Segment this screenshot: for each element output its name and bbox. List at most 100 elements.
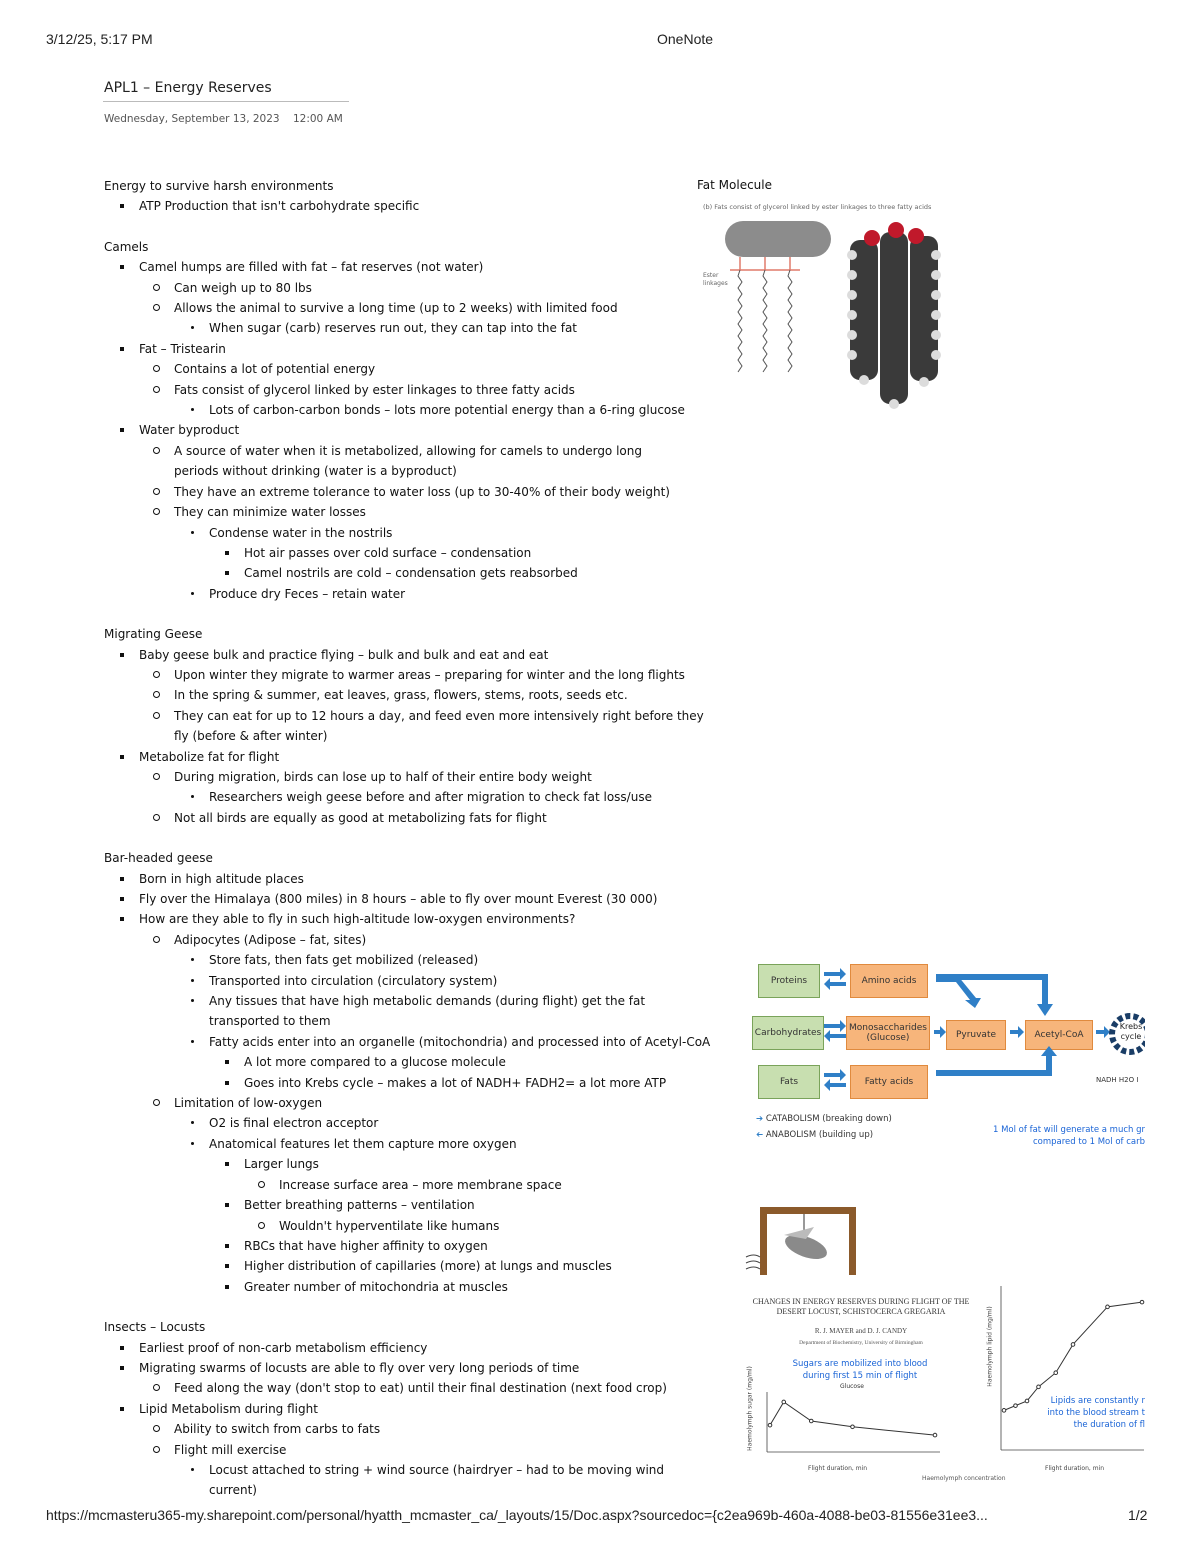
lipid-data-point [1001,1408,1007,1413]
monosaccharides-box: Monosaccharides (Glucose) [846,1016,930,1050]
lipid-mobilization-note: Lipids are constantly r into the blood s… [1047,1396,1145,1430]
list-item: O2 is final electron acceptor [174,1113,714,1133]
list-item: Lipid Metabolism during flight Ability t… [104,1399,714,1501]
krebs-cycle-label: Krebs cycle [1119,1022,1143,1041]
list-item: Not all birds are equally as good at met… [139,808,714,828]
list-item-text: Limitation of low-oxygen [174,1096,323,1111]
list-item: Contains a lot of potential energy [139,359,714,379]
list-item: Metabolize fat for flight During migrati… [104,747,714,829]
list-item: Fat – Tristearin Contains a lot of poten… [104,339,714,421]
list-item: Flight mill exercise Locust attached to … [139,1440,714,1501]
list-item: Locust attached to string + wind source … [174,1460,714,1501]
page-date: Wednesday, September 13, 2023 [104,113,280,125]
glucose-series-label: Glucose [840,1383,864,1390]
pathway-arrows [824,968,1145,1091]
list-item-text: Flight mill exercise [174,1442,287,1457]
list-item: Researchers weigh geese before and after… [174,787,714,807]
list-item: Anatomical features let them capture mor… [174,1134,714,1297]
section-heading: Energy to survive harsh environments [104,179,334,193]
list-item: They can minimize water losses Condense … [139,502,714,604]
list-item-text: Fat – Tristearin [139,341,226,356]
list-item: Allows the animal to survive a long time… [139,298,714,339]
print-datetime: 3/12/25, 5:17 PM [46,31,153,47]
left-arrow-icon: ➔ [756,1130,764,1140]
locust-flight-mill-image [745,1207,856,1275]
sugar-series-line [769,1401,936,1436]
chart2-xlabel: Flight duration, min [1045,1465,1105,1472]
carbohydrates-box: Carbohydrates [752,1016,824,1050]
list-item: A source of water when it is metabolized… [139,441,714,482]
anabolism-legend: ➔ ANABOLISM (building up) [756,1130,873,1140]
list-item-text: Anatomical features let them capture mor… [209,1136,517,1151]
glycerol-backbone [725,221,831,257]
catabolism-legend: ➔ CATABOLISM (breaking down) [756,1114,892,1124]
fats-box: Fats [758,1065,820,1099]
list-item: Earliest proof of non-carb metabolism ef… [104,1338,714,1358]
notes-outline: Energy to survive harsh environments ATP… [104,176,714,1501]
space-filling-model [847,222,941,409]
print-url: https://mcmasteru365-my.sharepoint.com/p… [46,1507,988,1523]
fat-molecule-label: Fat Molecule [697,178,773,192]
lipid-chart [1000,1286,1145,1451]
list-item: Migrating swarms of locusts are able to … [104,1358,714,1399]
acetyl-coa-box: Acetyl-CoA [1025,1020,1093,1050]
paper-authors: R. J. MAYER and D. J. CANDY [814,1327,908,1335]
list-item-text: Larger lungs [244,1157,319,1172]
list-item: A lot more compared to a glucose molecul… [209,1052,714,1072]
sugar-data-point [767,1422,773,1428]
amino-acids-box: Amino acids [850,964,928,998]
catabolism-label: CATABOLISM (breaking down) [765,1114,892,1124]
list-item-text: How are they able to fly in such high-al… [139,912,576,927]
list-item: Better breathing patterns – ventilation … [209,1195,714,1236]
sugar-mobilization-note: Sugars are mobilized into blood during f… [792,1359,928,1381]
list-item: In the spring & summer, eat leaves, gras… [139,685,714,705]
list-item: They have an extreme tolerance to water … [139,482,714,502]
fatty-acid-chains [737,269,793,373]
list-item: Fats consist of glycerol linked by ester… [139,380,714,421]
krebs-cycle-ring [1109,1013,1145,1055]
sugar-data-point [781,1399,787,1405]
list-item: Store fats, then fats get mobilized (rel… [174,950,714,970]
section-heading: Insects – Locusts [104,1320,206,1335]
page-date-time: Wednesday, September 13, 2023 12:00 AM [104,113,343,125]
fat-vs-carb-note: 1 Mol of fat will generate a much gr com… [992,1125,1145,1147]
list-item: Increase surface area – more membrane sp… [244,1175,714,1195]
list-item-text: Fats consist of glycerol linked by ester… [174,382,575,397]
list-item: Produce dry Feces – retain water [174,584,714,604]
list-item: Higher distribution of capillaries (more… [209,1256,714,1276]
list-item-text: Lipid Metabolism during flight [139,1401,318,1416]
print-app-name: OneNote [657,31,714,47]
list-item: Lots of carbon-carbon bonds – lots more … [174,400,714,420]
list-item: Larger lungs Increase surface area – mor… [209,1154,714,1195]
page-title: APL1 – Energy Reserves [104,80,272,96]
list-item-text: Adipocytes (Adipose – fat, sites) [174,932,367,947]
list-item: Fly over the Himalaya (800 miles) in 8 h… [104,889,714,909]
list-item: They can eat for up to 12 hours a day, a… [139,706,714,747]
list-item: Transported into circulation (circulator… [174,971,714,991]
sugar-data-point [850,1424,855,1430]
list-item-text: Water byproduct [139,423,240,438]
lipid-data-point [1070,1342,1076,1347]
list-item-text: During migration, birds can lose up to h… [174,769,592,784]
lipid-data-point [1139,1299,1145,1305]
list-item: Water byproduct A source of water when i… [104,420,714,604]
list-item-text: Better breathing patterns – ventilation [244,1198,475,1213]
pyruvate-box: Pyruvate [946,1020,1006,1050]
list-item: Limitation of low-oxygen O2 is final ele… [139,1093,714,1297]
list-item-text: Allows the animal to survive a long time… [174,301,618,316]
list-item: Born in high altitude places [104,869,714,889]
fat-molecule-figure [725,221,941,409]
list-item: Adipocytes (Adipose – fat, sites) Store … [139,930,714,1093]
list-item: Can weigh up to 80 lbs [139,278,714,298]
sugar-data-point [808,1418,814,1424]
list-item: RBCs that have higher affinity to oxygen [209,1236,714,1256]
list-item: Feed along the way (don't stop to eat) u… [139,1378,714,1398]
list-item: Condense water in the nostrils Hot air p… [174,523,714,584]
list-item: Greater number of mitochondria at muscle… [209,1277,714,1297]
ester-linkages [730,257,800,271]
list-item: Any tissues that have high metabolic dem… [174,991,714,1032]
lipid-data-point [1036,1384,1041,1390]
chart1-ylabel: Haemolymph sugar (mg/ml) [746,1366,754,1451]
proteins-box: Proteins [758,964,820,998]
list-item-text: Fatty acids enter into an organelle (mit… [209,1034,711,1049]
